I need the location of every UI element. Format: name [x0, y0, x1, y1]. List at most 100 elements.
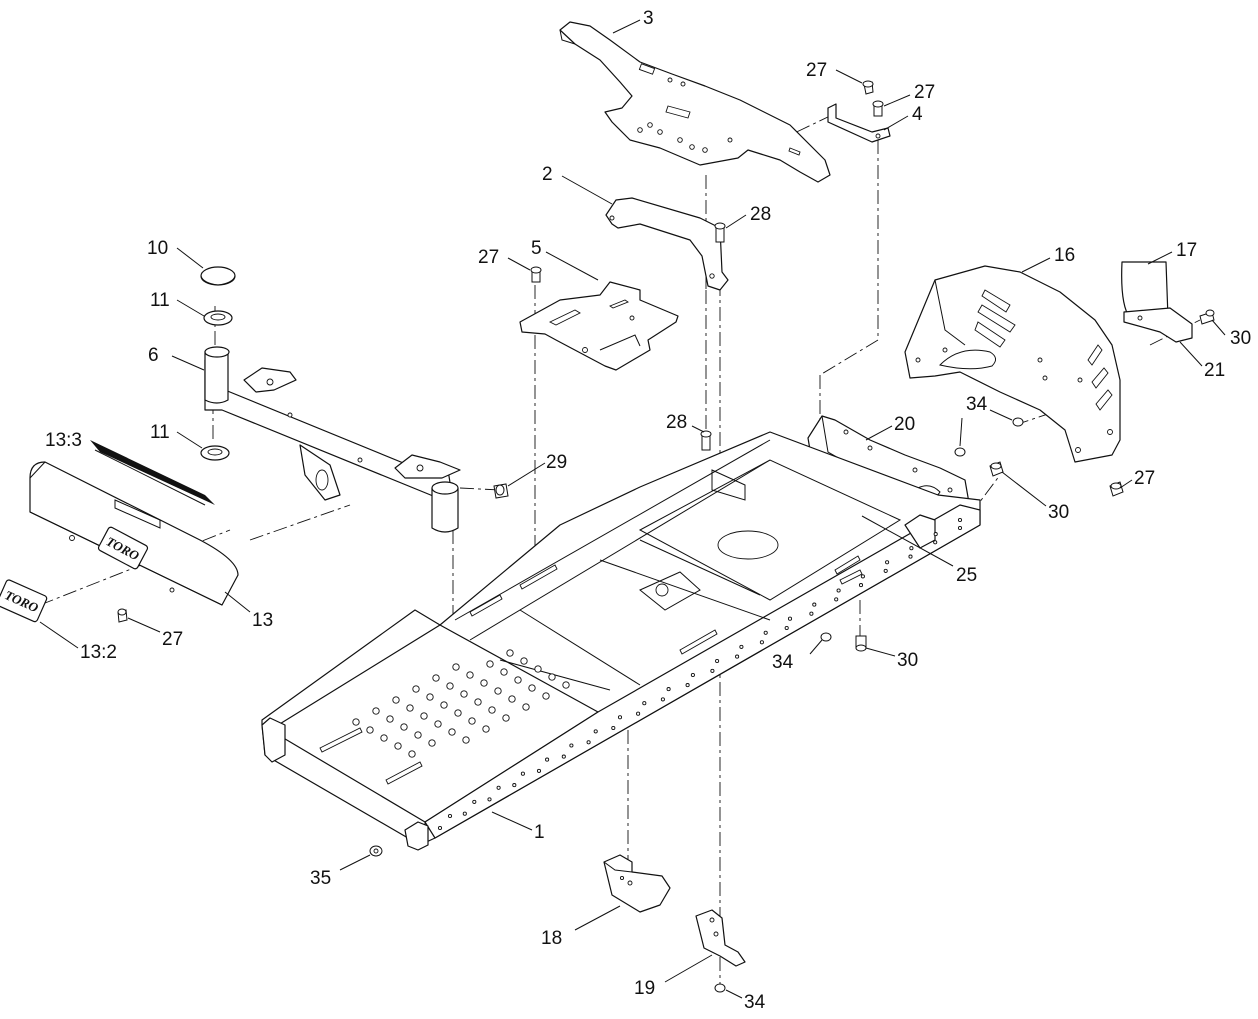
callout-5: 5 [531, 238, 542, 259]
callout-11-upper: 11 [150, 290, 170, 311]
fastener-29 [493, 483, 509, 499]
deck-hole [446, 682, 454, 690]
rail-hole [636, 711, 641, 716]
callout-4: 4 [912, 104, 923, 125]
part-11-upper-bushing [203, 310, 233, 326]
part-19-lower-bracket [695, 909, 746, 967]
deck-hole [372, 707, 380, 715]
rail-hole [957, 517, 963, 523]
deck-hole [534, 665, 542, 673]
rail-hole [472, 799, 477, 804]
fastener-27-cover [117, 608, 128, 623]
rail-hole [520, 771, 525, 776]
deck-hole [420, 712, 428, 720]
deck-hole [352, 718, 360, 726]
rail-hole [787, 616, 793, 621]
callout-10: 10 [147, 238, 168, 259]
fastener-27-top-left [862, 80, 874, 95]
callout-13: 13 [252, 610, 273, 631]
callout-27-cover: 27 [162, 629, 183, 650]
fastener-30-seat [1199, 309, 1215, 325]
callout-27-bracket-left: 27 [806, 60, 827, 81]
callout-30-rear: 30 [1048, 502, 1069, 523]
callout-3: 3 [643, 8, 654, 29]
part-1-main-frame [261, 431, 981, 851]
rail-hole [784, 625, 789, 631]
fasteners [117, 80, 1215, 993]
deck-hole [460, 690, 468, 698]
rail-hole [447, 813, 453, 819]
part-3-upper-crossbar [559, 21, 831, 183]
part-13-2-logo-decal: TORO [0, 579, 48, 623]
decal-13-3-stripe [90, 440, 215, 505]
deck-hole [474, 698, 482, 706]
deck-hole [500, 668, 508, 676]
rail-hole [690, 672, 695, 678]
rail-hole [642, 701, 647, 706]
rail-hole [858, 583, 864, 588]
callout-35: 35 [310, 868, 331, 889]
deck-hole [468, 717, 476, 725]
deck-hole [480, 679, 488, 687]
callout-17: 17 [1176, 240, 1197, 261]
callout-34-frame: 34 [772, 652, 794, 673]
deck-hole [508, 695, 516, 703]
callout-18: 18 [541, 928, 562, 949]
deck-hole [528, 684, 536, 692]
deck-hole [448, 728, 456, 736]
deck-hole [520, 657, 528, 665]
rail-hole [666, 687, 671, 692]
rail-hole [593, 729, 598, 734]
rail-hole [885, 560, 890, 565]
callout-27-seat-side: 27 [1134, 468, 1155, 489]
rail-hole [883, 568, 888, 573]
nut-34-seat [1012, 417, 1024, 427]
rail-hole [834, 597, 839, 602]
deck-hole [380, 734, 388, 742]
rail-hole [617, 715, 623, 720]
fastener-27-plate [530, 266, 542, 283]
deck-hole [394, 742, 402, 750]
rail-hole [763, 630, 768, 635]
callout-20: 20 [894, 414, 915, 435]
deck-hole [542, 692, 550, 700]
rail-hole [545, 757, 550, 762]
part-18-lower-bracket [603, 854, 671, 913]
part-11-lower-bushing [200, 445, 230, 461]
rail-hole [809, 611, 814, 616]
part-6-crossbar-tube [204, 346, 461, 533]
rail-hole [536, 768, 542, 773]
rail-hole [812, 602, 817, 607]
rail-hole [735, 654, 740, 659]
rail-hole [933, 532, 938, 537]
fastener-27-top-right [872, 100, 884, 117]
callout-28-upper: 28 [750, 204, 771, 225]
deck-hole [414, 731, 422, 739]
nut-35 [369, 845, 383, 857]
rail-hole [487, 797, 492, 802]
rail-hole [836, 588, 841, 593]
part-10-cap [200, 266, 236, 286]
deck-hole [452, 663, 460, 671]
callout-34-seat: 34 [966, 394, 988, 415]
part-5-mounting-plate [519, 281, 679, 371]
rail-hole [586, 740, 591, 745]
deck-hole [494, 687, 502, 695]
rail-hole [462, 811, 467, 816]
rail-hole [561, 754, 566, 759]
deck-hole [562, 681, 570, 689]
deck-hole [548, 673, 556, 681]
rail-hole [496, 785, 501, 790]
fastener-30-frame [855, 635, 867, 652]
callout-27-bracket-right: 27 [914, 82, 935, 103]
rail-hole [710, 668, 715, 673]
part-13-front-cover: TORO [29, 440, 239, 606]
rail-hole [908, 554, 913, 559]
rail-hole [611, 725, 616, 731]
fastener-27-seat-side [1109, 481, 1124, 497]
frame-rail-holes [437, 517, 963, 831]
rail-hole [739, 644, 744, 649]
callout-29: 29 [546, 452, 567, 473]
deck-hole [412, 685, 420, 693]
rail-hole [437, 825, 443, 831]
